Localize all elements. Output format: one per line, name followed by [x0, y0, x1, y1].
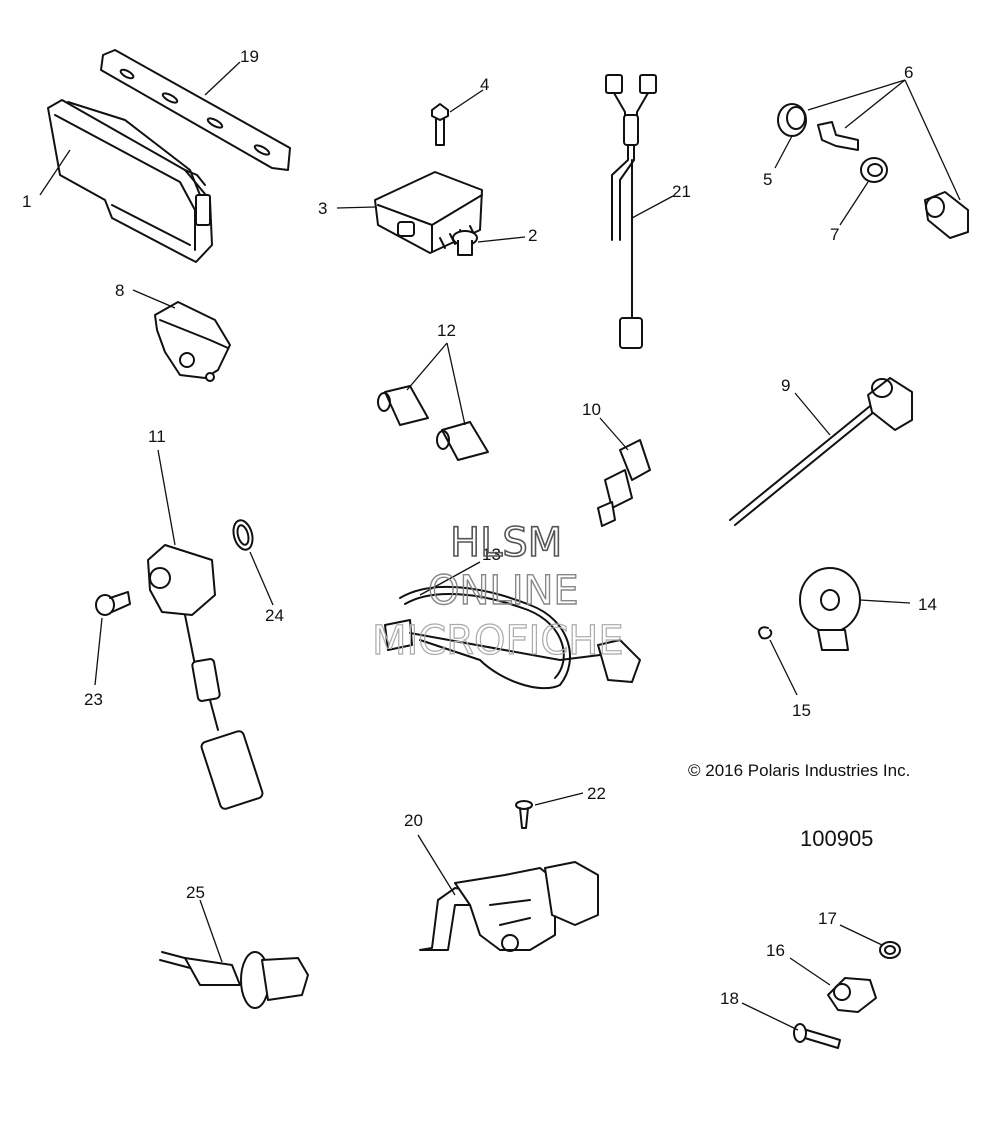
callout-21: 21: [672, 182, 691, 201]
callout-13: 13: [482, 545, 501, 564]
part-6-sensor: [924, 191, 969, 239]
callout-15: 15: [792, 701, 811, 720]
part-24-oring: [232, 519, 254, 551]
part-20-assembly: [419, 861, 599, 952]
part-21-harness: [605, 74, 657, 349]
callout-10: 10: [582, 400, 601, 419]
callout-18: 18: [720, 989, 739, 1008]
part-14-knock-sensor: [799, 567, 861, 651]
callout-2: 2: [528, 226, 537, 245]
diagram-reference-number: 100905: [800, 826, 873, 851]
watermark-line-2: ONLINE: [428, 568, 579, 614]
part-6-key: [817, 121, 859, 151]
callout-24: 24: [265, 606, 284, 625]
leader-lines: [39, 61, 961, 1031]
part-1-ecu: [47, 99, 213, 263]
part-11-tps: [147, 544, 264, 810]
copyright-notice: © 2016 Polaris Industries Inc.: [688, 761, 910, 780]
part-13-o2-sensor: [384, 585, 641, 690]
callout-4: 4: [480, 75, 489, 94]
part-7-washer: [860, 157, 888, 183]
part-18-bolt: [793, 1023, 841, 1049]
watermark: HLSM ONLINE MICROFICHE: [371, 519, 624, 664]
callout-1: 1: [22, 192, 31, 211]
part-2-grommet: [452, 230, 478, 256]
part-9-probe-sensor: [729, 377, 913, 526]
callout-9: 9: [781, 376, 790, 395]
part-4-screw: [431, 103, 449, 146]
part-12-plugs: [377, 385, 489, 461]
part-25-sensor: [159, 951, 309, 1009]
part-19-bracket: [100, 49, 291, 171]
part-17-oring: [879, 941, 901, 959]
callout-16: 16: [766, 941, 785, 960]
part-16-speed-sensor: [827, 977, 877, 1013]
callout-8: 8: [115, 281, 124, 300]
callout-labels: 1 19 4 3 2 21 6 5 7 8 12 9 10 11 13 24 2…: [22, 47, 937, 1008]
part-15-clip: [758, 626, 773, 640]
watermark-line-1: HLSM: [450, 520, 562, 566]
callout-6: 6: [904, 63, 913, 82]
callout-5: 5: [763, 170, 772, 189]
callout-19: 19: [240, 47, 259, 66]
callout-7: 7: [830, 225, 839, 244]
callout-22: 22: [587, 784, 606, 803]
callout-25: 25: [186, 883, 205, 902]
part-23-screw: [95, 591, 131, 616]
callout-3: 3: [318, 199, 327, 218]
callout-14: 14: [918, 595, 937, 614]
watermark-line-3: MICROFICHE: [372, 618, 624, 664]
callout-20: 20: [404, 811, 423, 830]
callout-12: 12: [437, 321, 456, 340]
callout-23: 23: [84, 690, 103, 709]
part-8-map-sensor: [154, 301, 231, 382]
part-10-temp-sensor: [597, 439, 651, 527]
callout-17: 17: [818, 909, 837, 928]
callout-11: 11: [148, 427, 166, 446]
part-22-screw: [515, 800, 533, 829]
part-5-cap: [777, 103, 807, 137]
